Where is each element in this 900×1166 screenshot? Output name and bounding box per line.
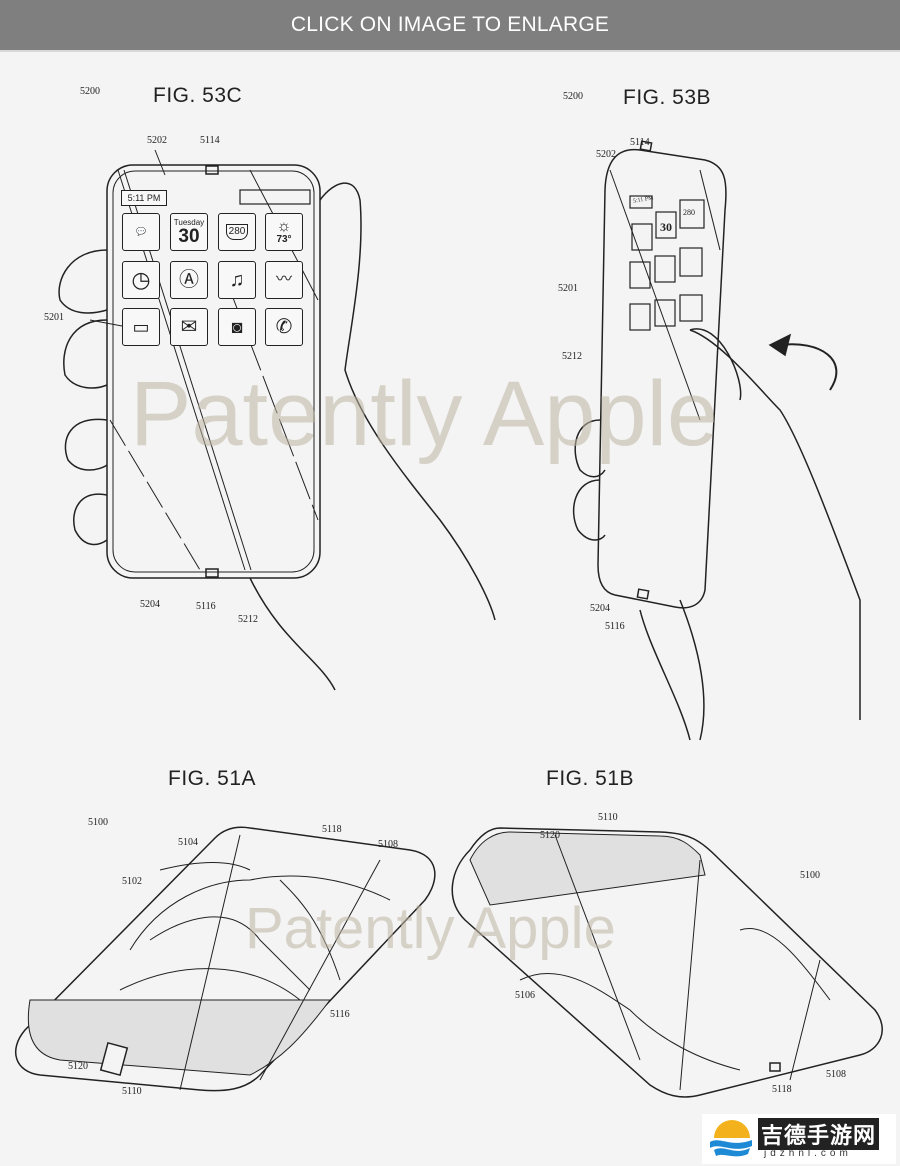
site-logo[interactable]: 吉德手游网 jdzhnl.com xyxy=(702,1114,896,1164)
ref-label: 5110 xyxy=(598,812,618,823)
fig53c-sensor-5114 xyxy=(205,165,219,175)
music-app-icon: ♫ xyxy=(218,261,256,299)
logo-brand: 吉德手游网 xyxy=(758,1118,880,1150)
ref-label: 5200 xyxy=(80,86,100,97)
fig53b-title: FIG. 53B xyxy=(623,86,712,109)
ref-label: 5100 xyxy=(800,870,820,881)
ref-label: 5201 xyxy=(558,283,578,294)
fig51b-device xyxy=(451,827,883,1098)
ref-label: 5118 xyxy=(322,824,342,835)
fig53b-app-grid xyxy=(629,195,705,331)
ref-label: 5108 xyxy=(826,1069,846,1080)
rotate-arrow-icon xyxy=(779,343,838,391)
ref-label: 5102 xyxy=(122,876,142,887)
enlarge-image-banner[interactable]: CLICK ON IMAGE TO ENLARGE xyxy=(0,0,900,52)
phone-app-icon: ✆ xyxy=(265,308,303,346)
ref-label: 5120 xyxy=(540,830,560,841)
ref-label: 5114 xyxy=(630,137,650,148)
calendar-date: 30 xyxy=(178,225,200,247)
messages-app-icon: 💬 xyxy=(122,213,160,251)
temperature: 73° xyxy=(276,234,292,245)
ref-label: 5106 xyxy=(515,990,535,1001)
fig53c-title: FIG. 53C xyxy=(153,84,243,107)
ref-label: 5212 xyxy=(562,351,582,362)
voice-memo-icon: 〰 xyxy=(265,261,303,299)
fig53c-phone-outline xyxy=(106,164,321,579)
calendar-day: Tuesday xyxy=(173,217,205,227)
mail-app-icon: ✉ xyxy=(170,308,208,346)
fig53b-hand xyxy=(572,329,861,741)
status-bar-time: 5:11 PM xyxy=(121,190,167,206)
ref-label: 5114 xyxy=(200,135,220,146)
ref-label: 5104 xyxy=(178,837,198,848)
fig53c-hand xyxy=(58,182,496,691)
fig51a-device xyxy=(15,826,436,1092)
ref-label: 5108 xyxy=(378,839,398,850)
app-store-icon: Ⓐ xyxy=(170,261,208,299)
maps-app-icon: 280 xyxy=(218,213,256,251)
ref-label: 5202 xyxy=(147,135,167,146)
ref-label: 5118 xyxy=(772,1084,792,1095)
clock-app-icon: ◷ xyxy=(122,261,160,299)
video-camera-icon: ▭ xyxy=(122,308,160,346)
ref-label: 5204 xyxy=(140,599,160,610)
camera-app-icon: ◙ xyxy=(218,308,256,346)
ref-label: 5116 xyxy=(605,621,625,632)
fig53b-calendar-date: 30 xyxy=(660,220,672,234)
banner-text: CLICK ON IMAGE TO ENLARGE xyxy=(290,13,610,36)
ref-label: 5204 xyxy=(590,603,610,614)
fig53c-sensor-5116 xyxy=(205,568,219,578)
fig53b-phone-outline xyxy=(597,148,727,609)
ref-label: 5202 xyxy=(596,149,616,160)
ref-label: 5116 xyxy=(330,1009,350,1020)
ref-label: 5110 xyxy=(122,1086,142,1097)
fig51b-title: FIG. 51B xyxy=(546,767,635,790)
ref-label: 5201 xyxy=(44,312,64,323)
highway-shield: 280 xyxy=(225,224,249,240)
ref-label: 5116 xyxy=(196,601,216,612)
ref-label: 5100 xyxy=(88,817,108,828)
fig51a-title: FIG. 51A xyxy=(168,767,257,790)
ref-label: 5120 xyxy=(68,1061,88,1072)
fig53b-highway: 280 xyxy=(683,208,695,217)
logo-url: jdzhnl.com xyxy=(764,1148,852,1159)
weather-app-icon: ☼73° xyxy=(265,213,303,251)
ref-label: 5212 xyxy=(238,614,258,625)
ref-label: 5200 xyxy=(563,91,583,102)
wave-sun-logo-icon xyxy=(710,1120,752,1157)
